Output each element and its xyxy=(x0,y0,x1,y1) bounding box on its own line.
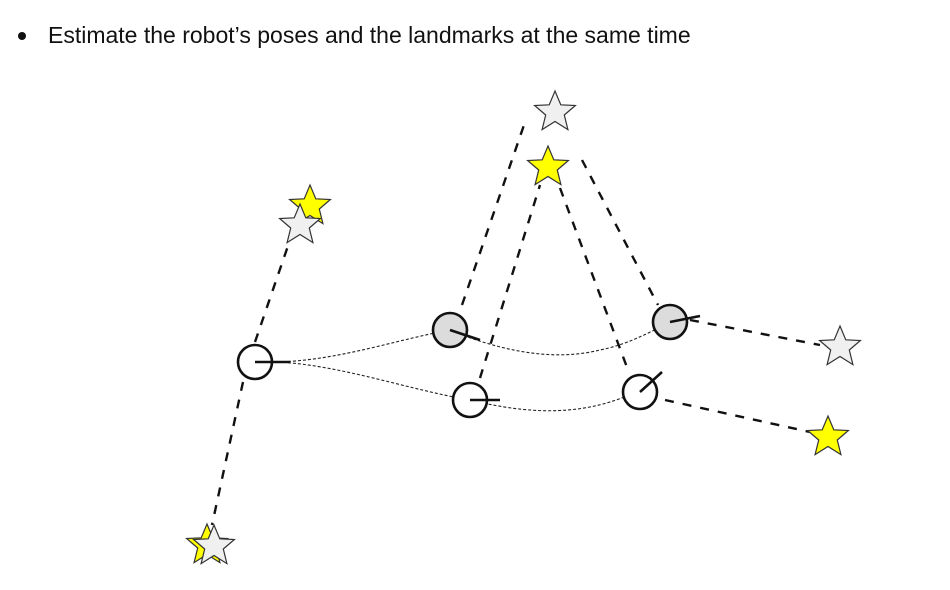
robot-poses xyxy=(236,303,701,419)
estimated-trajectory xyxy=(277,321,671,363)
observation-first-to-lower-left xyxy=(210,381,245,526)
observation-pose2-to-top-star xyxy=(460,124,526,306)
observation-pose3b-to-right-yellow-star xyxy=(664,398,811,434)
observation-yellow-star-to-pose3b xyxy=(558,187,630,371)
landmark-star-icon-right-estimated xyxy=(818,325,862,366)
observation-pose2b-to-yellow-star xyxy=(478,184,542,379)
bullet-text: Estimate the robot’s poses and the landm… xyxy=(48,22,691,48)
observation-pose3-to-right-star xyxy=(689,318,821,347)
robot-pose-2-estimated xyxy=(431,311,481,349)
observation-top-star-to-pose3 xyxy=(580,159,660,306)
bullet-dot-icon xyxy=(18,31,26,40)
landmark-star-icon-top-estimated xyxy=(533,90,577,131)
robot-pose-1 xyxy=(236,343,290,381)
robot-pose-3-true xyxy=(621,371,663,411)
landmark-star-icon-top-true xyxy=(526,145,570,186)
bullet-point: Estimate the robot’s poses and the landm… xyxy=(18,22,691,49)
robot-pose-3-estimated xyxy=(651,303,701,341)
observation-lines xyxy=(210,124,821,526)
robot-pose-2-true xyxy=(451,381,500,419)
landmark-star-icon-right-true xyxy=(806,415,850,456)
observation-first-to-upper-left xyxy=(253,239,292,343)
landmarks xyxy=(186,90,862,565)
